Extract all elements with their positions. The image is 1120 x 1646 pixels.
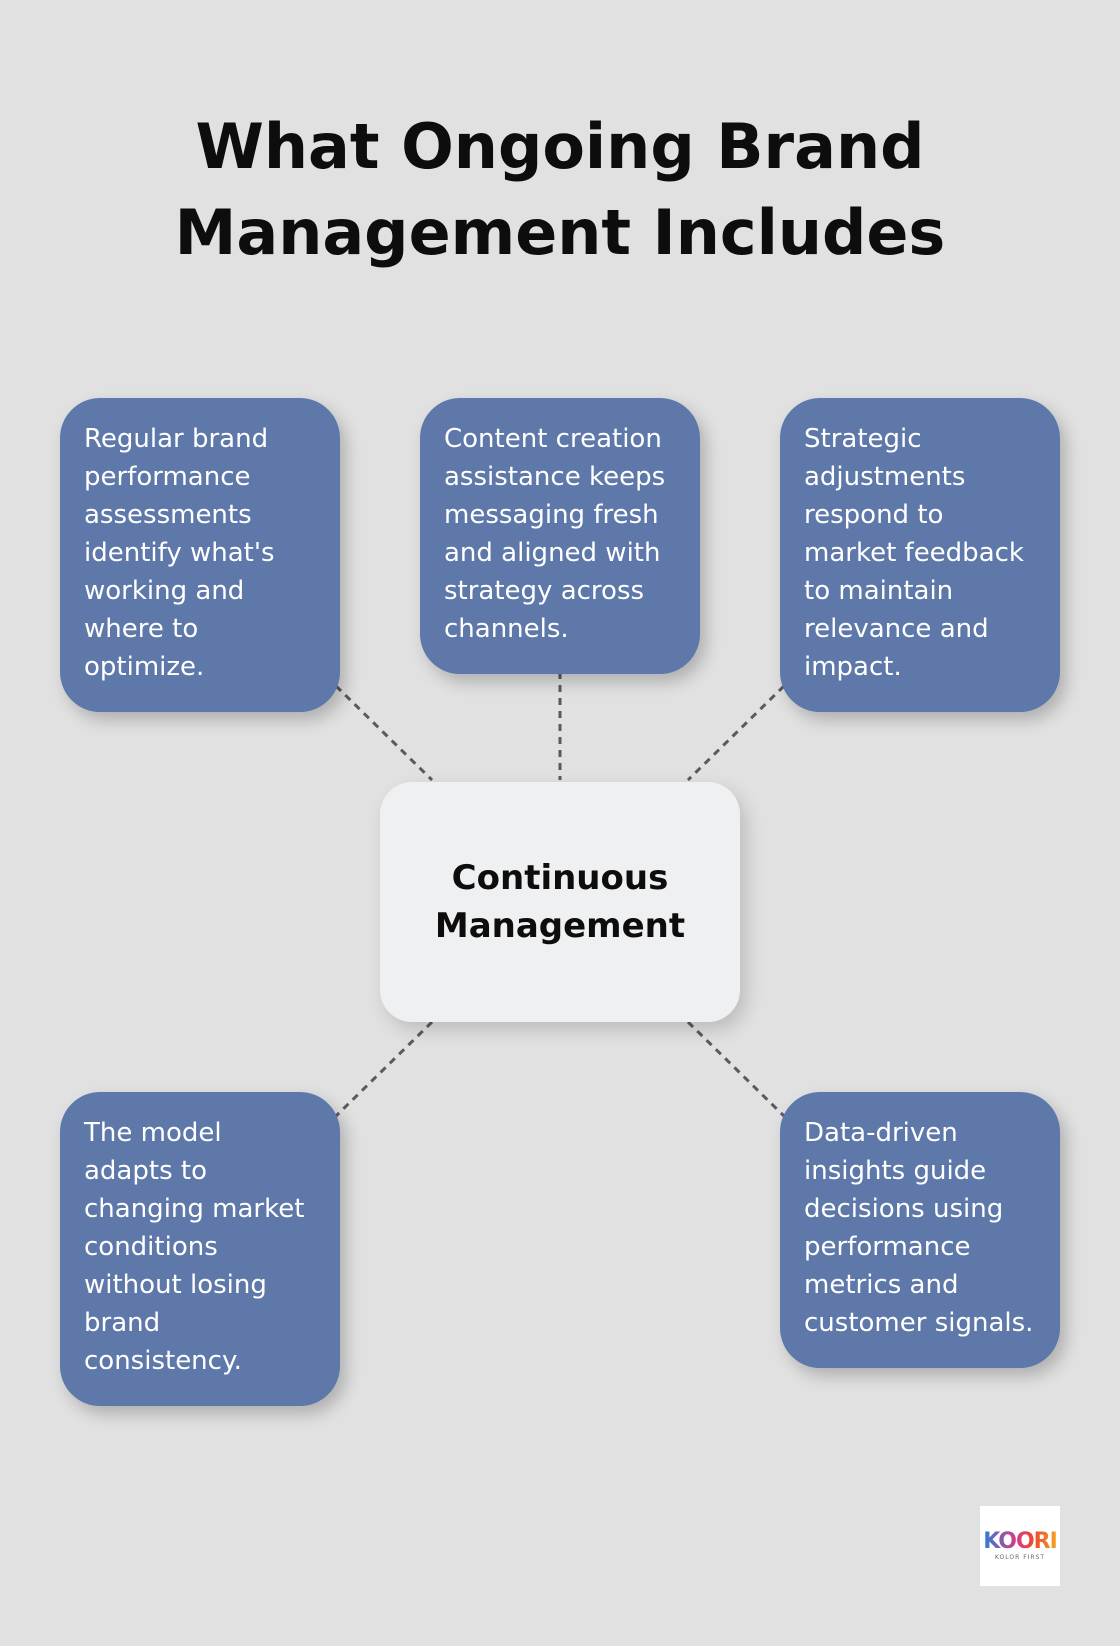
connector-top-right (686, 684, 786, 782)
logo-tagline: KOLOR FIRST (994, 1554, 1046, 1561)
card-text: Strategic adjustments respond to market … (804, 424, 1024, 682)
card-text: Data-driven insights guide decisions usi… (804, 1118, 1034, 1338)
title-line-1: What Ongoing Brand (195, 110, 925, 183)
card-strategic-adjustments: Strategic adjustments respond to market … (780, 398, 1060, 712)
card-text: The model adapts to changing market cond… (84, 1118, 305, 1376)
title-line-2: Management Includes (174, 196, 946, 269)
card-data-driven-insights: Data-driven insights guide decisions usi… (780, 1092, 1060, 1368)
card-content-creation: Content creation assistance keeps messag… (420, 398, 700, 674)
connector-bottom-right (686, 1020, 786, 1118)
logo-mark: KOORI (983, 1529, 1058, 1554)
center-label: Continuous Management (434, 858, 686, 946)
page-title: What Ongoing Brand Management Includes (0, 104, 1120, 276)
card-text: Content creation assistance keeps messag… (444, 424, 666, 644)
brand-logo: KOORI KOLOR FIRST (980, 1506, 1060, 1586)
card-market-adaptation: The model adapts to changing market cond… (60, 1092, 340, 1406)
center-node: Continuous Management (380, 782, 740, 1022)
connector-top-left (334, 684, 434, 782)
card-text: Regular brand performance assessments id… (84, 424, 275, 682)
card-performance-assessments: Regular brand performance assessments id… (60, 398, 340, 712)
connector-bottom-left (334, 1020, 434, 1118)
